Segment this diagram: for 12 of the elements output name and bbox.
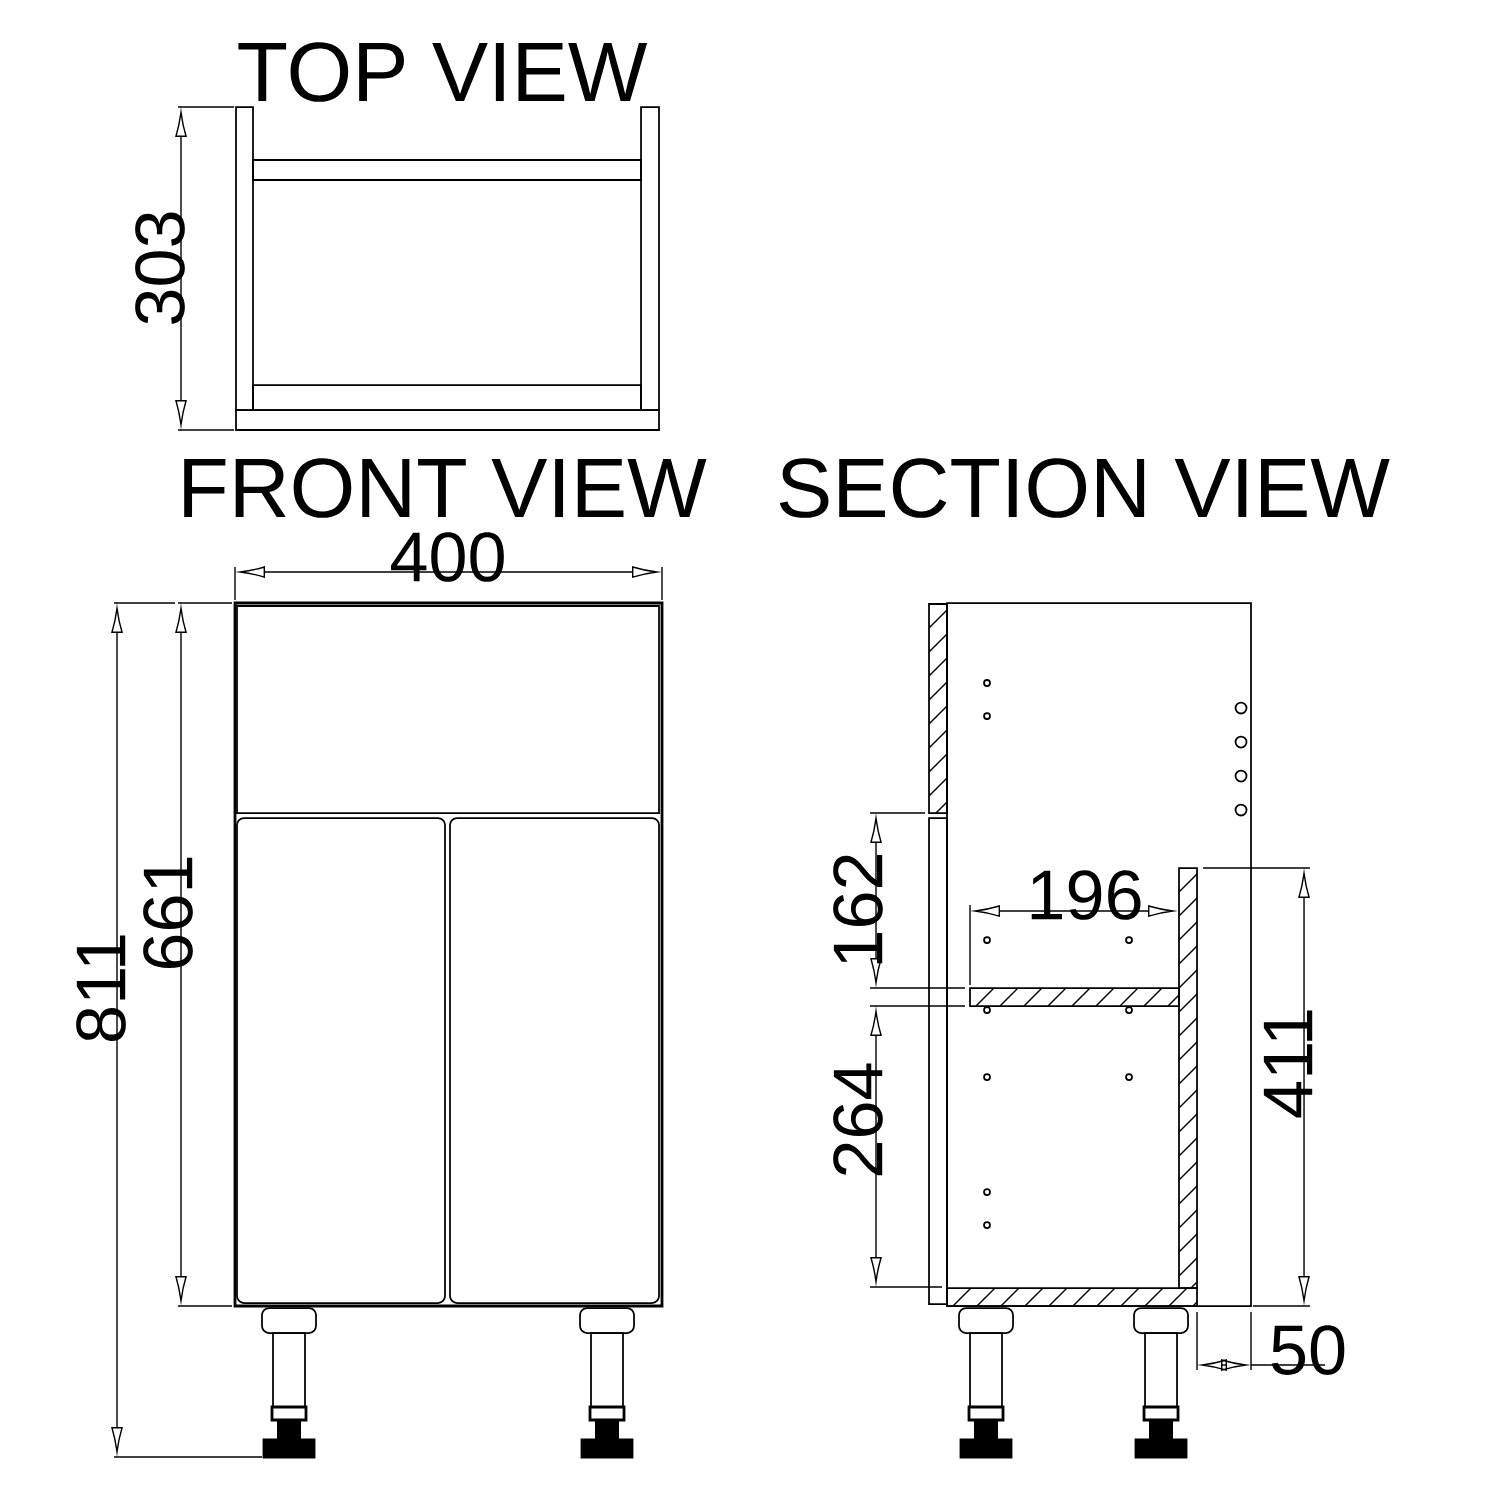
dimension-value: 303 [135, 212, 185, 324]
dimension-value: 162 [833, 854, 883, 964]
dimension-value: 411 [1263, 1010, 1313, 1118]
dimension-value: 50 [1271, 1325, 1345, 1375]
dimension-value: 811 [76, 935, 126, 1041]
view-title: TOP VIEW [238, 42, 648, 102]
view-title: SECTION VIEW [779, 458, 1390, 518]
dimension-value: 400 [390, 532, 504, 582]
dimension-value: 264 [833, 1063, 883, 1176]
dimension-value: 196 [1031, 870, 1141, 920]
view-title: FRONT VIEW [184, 458, 707, 518]
dimension-value: 661 [143, 857, 193, 969]
